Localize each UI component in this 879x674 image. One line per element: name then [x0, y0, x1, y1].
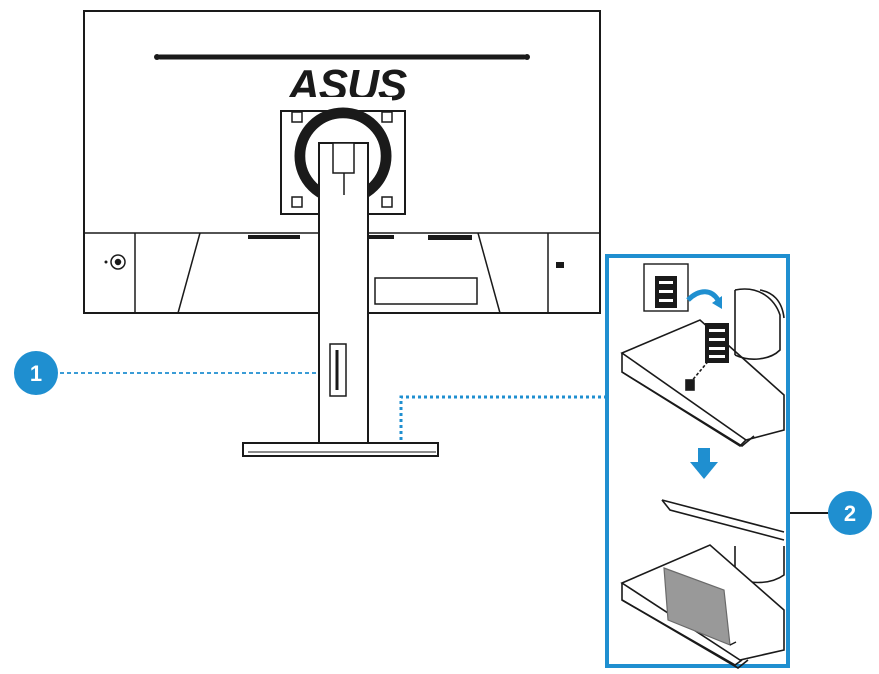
inserted-label-card — [663, 567, 737, 646]
callout-1-badge — [14, 351, 58, 395]
asus-logo: ASUS — [287, 61, 407, 110]
curved-arrow-icon — [686, 289, 721, 302]
callout-1-number: 1 — [30, 361, 42, 386]
down-arrow-icon — [690, 448, 718, 479]
kensington-lock-icon — [556, 262, 564, 268]
detail-connector — [399, 395, 610, 440]
detail-upper-scene — [620, 288, 785, 448]
callout-1: 1 — [14, 351, 319, 395]
callout-2-badge — [828, 491, 872, 535]
detail-panel — [605, 254, 790, 669]
power-button-icon — [104, 254, 126, 270]
callout-2: 2 — [790, 491, 872, 535]
callout-2-number: 2 — [844, 501, 856, 526]
io-port-recess — [374, 277, 478, 305]
stand-neck — [318, 142, 369, 444]
label-card-before — [643, 263, 689, 312]
stand-base — [242, 442, 439, 457]
label-card-after — [705, 323, 729, 363]
